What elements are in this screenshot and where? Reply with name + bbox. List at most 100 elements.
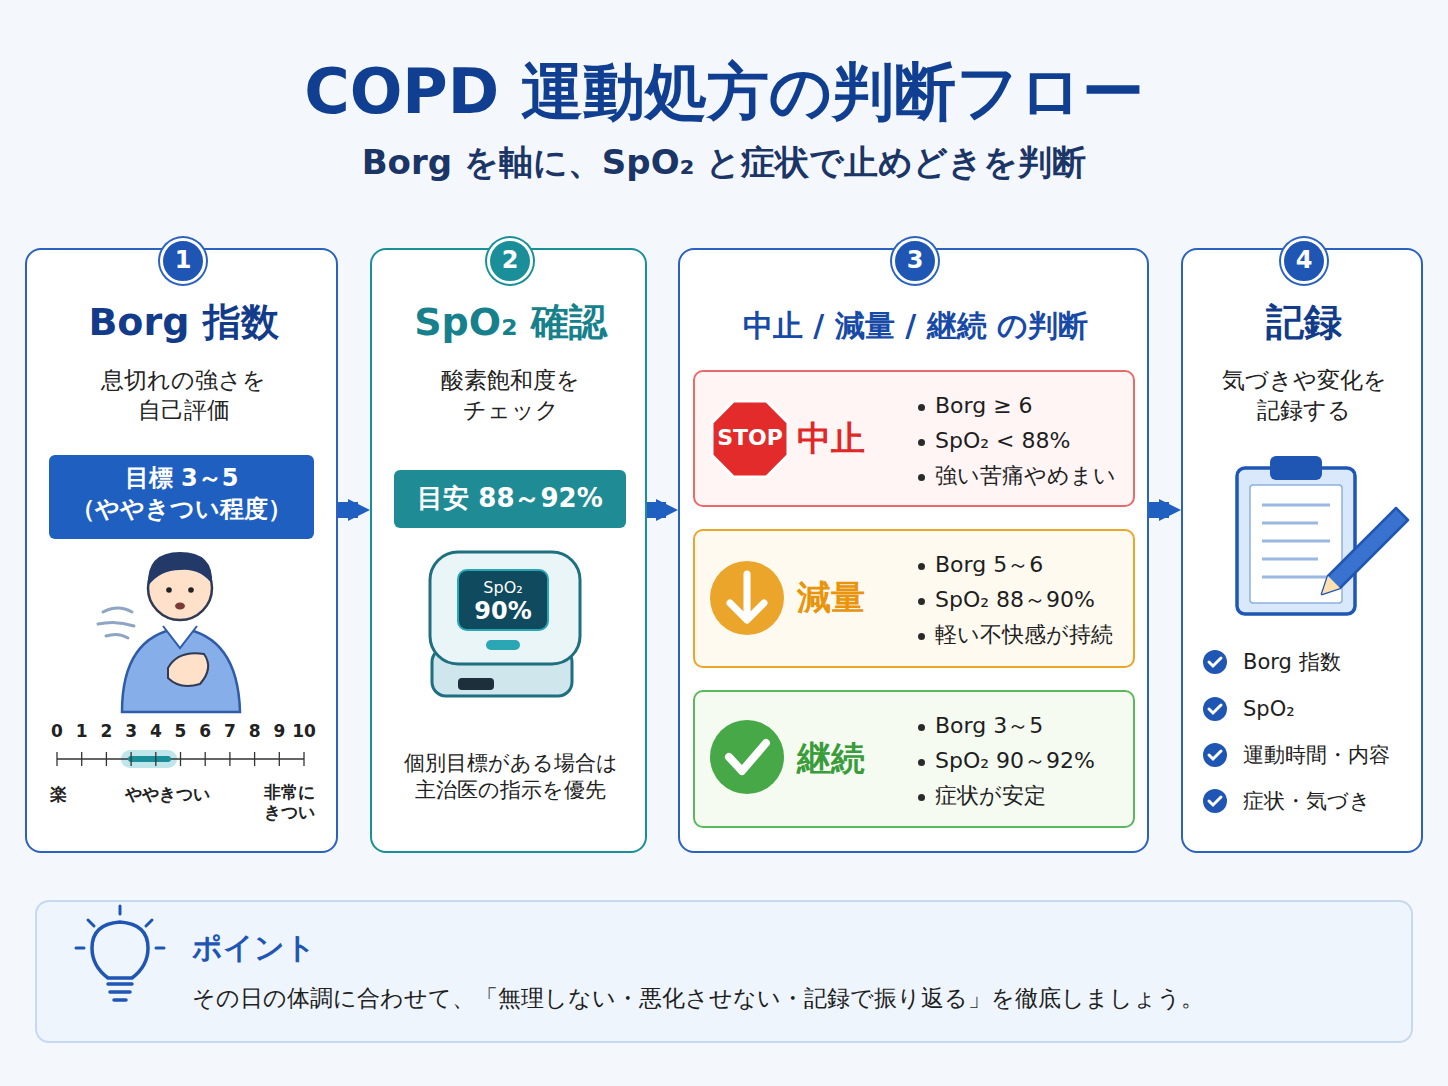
- checklist-item: 運動時間・内容: [1243, 743, 1413, 768]
- oximeter-slot: [458, 678, 494, 690]
- scale-label: 4: [143, 721, 169, 741]
- scale-label: ややきつい: [112, 784, 222, 804]
- borg-scale: [57, 750, 304, 768]
- check-mark: [1209, 658, 1221, 666]
- stop-sign: STOP: [711, 400, 789, 478]
- diagram-title: COPD 運動処方の判断フロー: [0, 50, 1448, 134]
- clipboard-illustration: [1237, 456, 1408, 614]
- step-number: 2: [487, 238, 533, 284]
- scale-label: 9: [266, 721, 292, 741]
- continue-icon: [710, 720, 784, 794]
- check-badge: [1203, 789, 1227, 813]
- paper-line: [1262, 540, 1330, 543]
- node-text: Borg 5～6: [935, 551, 1130, 580]
- node-heading: STOP: [711, 424, 789, 453]
- person-collar: [163, 626, 197, 648]
- scale-highlight: [121, 750, 177, 768]
- check-mark: [1209, 705, 1221, 713]
- check-mark: [1209, 751, 1221, 759]
- pencil: [1322, 508, 1408, 594]
- scale-tick: [254, 752, 255, 766]
- scale-tick: [81, 752, 82, 766]
- node-heading: 1: [163, 245, 203, 276]
- diagram-subtitle: Borg を軸に、SpO₂ と症状で止めどきを判断: [0, 140, 1448, 186]
- step-number: 4: [1281, 238, 1327, 284]
- node-text: 軽い不快感が持続: [935, 621, 1130, 650]
- scale-tick: [303, 752, 304, 766]
- node-text: 息切れの強さを 自己評価: [77, 366, 290, 426]
- bulb-rays: [76, 906, 164, 948]
- node-heading: 目標 3～5 （ややきつい程度）: [59, 463, 304, 525]
- person-eye: [166, 587, 172, 593]
- oximeter-button: [486, 640, 520, 650]
- screen-reading: 90%: [468, 597, 538, 626]
- paper-line: [1262, 558, 1318, 561]
- check-badge: [1203, 650, 1227, 674]
- flow-box: 目標 3～5 （ややきつい程度）: [49, 455, 314, 539]
- scale-label: 3: [118, 721, 144, 741]
- node-heading: 4: [1284, 245, 1324, 276]
- bulb-glass: [92, 922, 148, 978]
- node-text: 強い苦痛やめまい: [935, 462, 1130, 491]
- node-text: SpO₂ 88～90%: [935, 586, 1130, 615]
- scale-tick: [279, 752, 280, 766]
- scale-label: 6: [192, 721, 218, 741]
- flow-box: STOP 中止 Borg ≥ 6 SpO₂ < 88% 強い苦痛やめまい: [693, 370, 1135, 507]
- screen-reading: SpO₂: [468, 578, 538, 597]
- scale-tick: [155, 752, 156, 766]
- down-arrow: [730, 574, 764, 620]
- flow-box: 1 目標 3～5 （ややきつい程度） Borg 指数息切れの強さを 自己評価: [25, 248, 338, 853]
- node-heading: 中止: [797, 416, 917, 460]
- scale-tick: [56, 752, 57, 766]
- node-text: Borg ≥ 6: [935, 392, 1130, 421]
- scale-label: 2: [93, 721, 119, 741]
- node-text: SpO₂ 90～92%: [935, 747, 1130, 776]
- node-text: Borg 3～5: [935, 712, 1130, 741]
- node-heading: SpO₂ 確認: [372, 298, 649, 347]
- breath-lines: [98, 608, 134, 638]
- check-mark: [1209, 797, 1221, 805]
- paper-line: [1262, 504, 1330, 507]
- node-text: 個別目標がある場合は 主治医の指示を優先: [382, 750, 639, 805]
- scale-tick: [205, 752, 206, 766]
- node-heading: 記録: [1183, 298, 1425, 347]
- node-heading: 目安 88～92%: [394, 482, 626, 516]
- scale-range: [131, 756, 168, 762]
- scale-label: 楽: [38, 784, 78, 804]
- paper-line: [1262, 522, 1318, 525]
- scale-label: 5: [168, 721, 194, 741]
- node-heading: 中止 / 減量 / 継続 の判断: [680, 306, 1151, 345]
- scale-label: 8: [242, 721, 268, 741]
- lightbulb-icon: [76, 906, 164, 1000]
- node-text: SpO₂ < 88%: [935, 427, 1130, 456]
- scale-tick: [130, 752, 131, 766]
- step-number: 3: [892, 238, 938, 284]
- checklist-item: SpO₂: [1243, 697, 1413, 722]
- node-text: 症状が安定: [935, 782, 1130, 811]
- scale-tick: [106, 752, 107, 766]
- node-text: 気づきや変化を 記録する: [1193, 366, 1415, 426]
- step-number: 1: [160, 238, 206, 284]
- node-heading: Borg 指数: [27, 298, 340, 347]
- scale-label: 10: [291, 721, 317, 741]
- person-hand: [168, 653, 208, 686]
- scale-label: 非常に きつい: [258, 782, 320, 823]
- node-heading: 3: [895, 245, 935, 276]
- person-mouth: [175, 603, 185, 610]
- check-badge: [1203, 697, 1227, 721]
- flow-arrow: [647, 502, 666, 518]
- node-heading: 減量: [797, 575, 917, 619]
- scale-label: 1: [69, 721, 95, 741]
- octagon-outline: [712, 401, 788, 477]
- bulb-base: [108, 984, 132, 1000]
- person-eye: [188, 587, 194, 593]
- node-text: 酸素飽和度を チェック: [402, 366, 619, 426]
- reduce-icon: [710, 561, 784, 635]
- flow-arrow: [1149, 502, 1169, 518]
- flow-box: ポイントその日の体調に合わせて、「無理しない・悪化させない・記録で振り返る」を徹…: [35, 900, 1413, 1043]
- scale-label: 7: [217, 721, 243, 741]
- scale-tick: [229, 752, 230, 766]
- check-mark: [729, 743, 766, 771]
- oximeter-screen: [458, 570, 548, 630]
- checklist-item: Borg 指数: [1243, 650, 1413, 675]
